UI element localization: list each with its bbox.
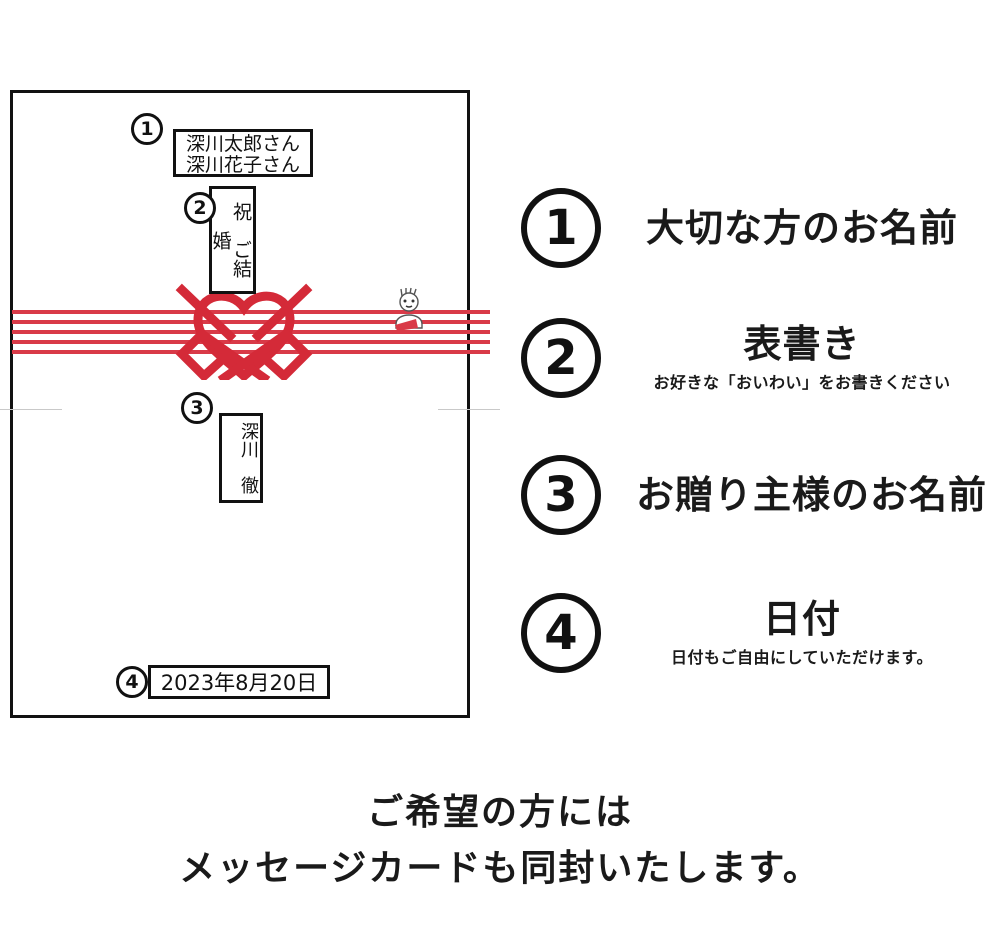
legend-subtitle-2: お好きな「おいわい」をお書きください [653, 372, 951, 392]
legend-badge-4: 4 [521, 593, 601, 673]
legend-title-3: お贈り主様のお名前 [635, 472, 987, 517]
legend-badge-1: 1 [521, 188, 601, 268]
legend-title-1: 大切な方のお名前 [645, 205, 958, 250]
recipient-name-line-2: 深川花子さん [185, 153, 300, 176]
legend-badge-slot: 2 [515, 318, 607, 398]
noshi-awabi-ornament-icon [386, 286, 434, 338]
legend-badge-3: 3 [521, 455, 601, 535]
legend-title-4: 日付 [762, 597, 841, 642]
legend-text-block: 大切な方のお名前 [607, 207, 993, 250]
legend-text-block: 日付 日付もご自由にしていただけます。 [607, 598, 993, 668]
legend-badge-slot: 1 [515, 188, 607, 268]
legend-item-occasion: 2 表書き お好きな「おいわい」をお書きください [515, 313, 993, 403]
date-field[interactable]: 2023年8月20日 [148, 665, 330, 699]
legend-item-recipient-name: 1 大切な方のお名前 [515, 183, 993, 273]
footer-caption-line-2: メッセージカードも同封いたします。 [179, 847, 821, 889]
legend-item-date: 4 日付 日付もご自由にしていただけます。 [515, 588, 993, 678]
card-marker-4: 4 [116, 666, 148, 698]
footer-caption: ご希望の方には メッセージカードも同封いたします。 [0, 785, 1000, 897]
center-guide-tick-right [438, 409, 500, 410]
legend-badge-slot: 3 [515, 455, 607, 535]
legend-subtitle-4: 日付もご自由にしていただけます。 [671, 647, 933, 667]
recipient-name-line-1: 深川太郎さん [185, 133, 300, 155]
occasion-text-field[interactable]: 祝 ご結婚 [209, 186, 256, 294]
card-marker-1: 1 [131, 113, 163, 145]
recipient-name-field[interactable]: 深川太郎さん 深川花子さん [173, 129, 313, 177]
legend-title-2: 表書き [743, 322, 861, 367]
card-marker-2: 2 [184, 192, 216, 224]
noshi-card [10, 90, 470, 718]
center-guide-tick-left [0, 409, 62, 410]
sender-name-field[interactable]: 深川 徹 [219, 413, 263, 503]
mizuhiki-heart-knot-icon [168, 278, 320, 385]
legend-badge-slot: 4 [515, 593, 607, 673]
legend-text-block: 表書き お好きな「おいわい」をお書きください [607, 323, 993, 393]
legend-item-sender-name: 3 お贈り主様のお名前 [515, 450, 993, 540]
legend-badge-2: 2 [521, 318, 601, 398]
footer-caption-line-1: ご希望の方には [366, 792, 633, 833]
legend-text-block: お贈り主様のお名前 [607, 474, 993, 517]
card-marker-3: 3 [181, 392, 213, 424]
